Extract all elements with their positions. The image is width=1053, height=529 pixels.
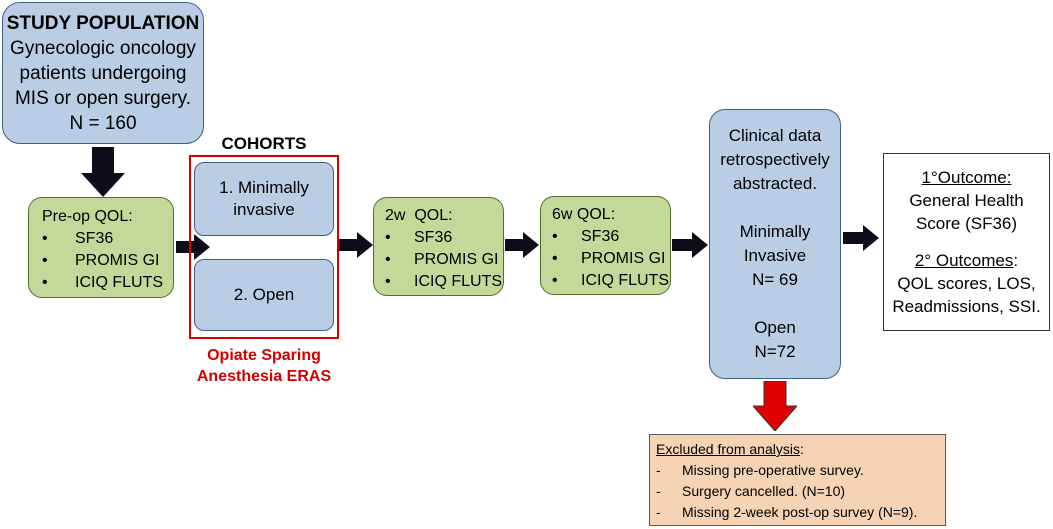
- study-population-line: Gynecologic oncology: [10, 37, 196, 59]
- excluded-box: Excluded from analysis: -Missing pre-ope…: [649, 434, 946, 526]
- list-item: •PROMIS GI: [385, 251, 499, 268]
- clinical-line: Clinical data: [728, 126, 822, 145]
- list-item: -Missing 2-week post-op survey (N=9).: [656, 504, 918, 520]
- qol-6w-list: •SF36 •PROMIS GI •ICIQ FLUTS: [552, 226, 670, 292]
- secondary-outcome: Readmissions, SSI.: [892, 297, 1041, 316]
- preop-qol-title: Pre-op QOL:: [42, 208, 133, 225]
- list-item: •PROMIS GI: [552, 250, 666, 267]
- outcomes-box: 1°Outcome: General Health Score (SF36) 2…: [883, 153, 1050, 331]
- arrow-right: [176, 234, 210, 260]
- qol-2w-list: •SF36 •PROMIS GI •ICIQ FLUTS: [385, 227, 503, 293]
- cohort-label: invasive: [233, 200, 295, 219]
- qol-6w-title: 6w QOL:: [552, 206, 616, 223]
- cohorts-heading: COHORTS: [221, 134, 307, 153]
- clinical-open-label: Open: [754, 318, 796, 337]
- cohorts-caption: Opiate Sparing Anesthesia ERAS: [196, 347, 332, 385]
- qol-2w-title: 2w QOL:: [385, 207, 453, 224]
- list-item: -Surgery cancelled. (N=10): [656, 483, 846, 499]
- study-population-line: patients undergoing: [19, 62, 187, 84]
- excluded-title: Excluded from analysis:: [656, 441, 804, 457]
- arrow-right: [339, 232, 373, 258]
- preop-qol-list: •SF36 •PROMIS GI •ICIQ FLUTS: [42, 228, 173, 294]
- clinical-line: abstracted.: [732, 174, 818, 193]
- arrow-down-population: [81, 147, 125, 197]
- clinical-line: retrospectively: [720, 150, 830, 169]
- clinical-mi-label: Invasive: [743, 246, 807, 265]
- list-item: •ICIQ FLUTS: [552, 272, 670, 289]
- cohort-minimally-invasive: 1. Minimally invasive: [194, 162, 334, 236]
- secondary-outcome: QOL scores, LOS,: [897, 274, 1036, 293]
- primary-outcome: General Health: [909, 191, 1024, 210]
- preop-qol-box: Pre-op QOL: •SF36 •PROMIS GI •ICIQ FLUTS: [28, 197, 174, 298]
- clinical-data-box: Clinical data retrospectively abstracted…: [709, 109, 841, 379]
- primary-outcome-label: 1°Outcome:: [921, 168, 1012, 187]
- study-population-title: STUDY POPULATION: [6, 12, 200, 34]
- arrow-right: [505, 232, 539, 258]
- list-item: •PROMIS GI: [42, 252, 160, 269]
- primary-outcome: Score (SF36): [915, 214, 1018, 233]
- study-population-box: STUDY POPULATION Gynecologic oncology pa…: [2, 2, 204, 144]
- list-item: •SF36: [385, 229, 453, 246]
- qol-2w-box: 2w QOL: •SF36 •PROMIS GI •ICIQ FLUTS: [373, 197, 504, 296]
- list-item: •ICIQ FLUTS: [385, 273, 503, 290]
- study-population-line: MIS or open surgery.: [14, 87, 191, 109]
- list-item: -Missing pre-operative survey.: [656, 462, 864, 478]
- list-item: •SF36: [552, 228, 620, 245]
- arrow-right: [672, 232, 708, 258]
- clinical-open-n: N=72: [754, 342, 796, 361]
- qol-6w-box: 6w QOL: •SF36 •PROMIS GI •ICIQ FLUTS: [540, 196, 671, 295]
- clinical-mi-n: N= 69: [752, 270, 798, 289]
- study-population-n: N = 160: [69, 112, 137, 134]
- arrow-down-excluded: [753, 381, 797, 431]
- cohorts-frame: [189, 155, 339, 339]
- clinical-mi-label: Minimally: [739, 222, 811, 241]
- cohort-label: 1. Minimally: [219, 178, 309, 197]
- secondary-outcome-label: 2° Outcomes:: [914, 251, 1019, 270]
- list-item: •SF36: [42, 230, 114, 247]
- arrow-right: [843, 225, 879, 251]
- cohort-label: 2. Open: [233, 285, 295, 304]
- list-item: •ICIQ FLUTS: [42, 274, 164, 291]
- cohort-open: 2. Open: [194, 259, 334, 331]
